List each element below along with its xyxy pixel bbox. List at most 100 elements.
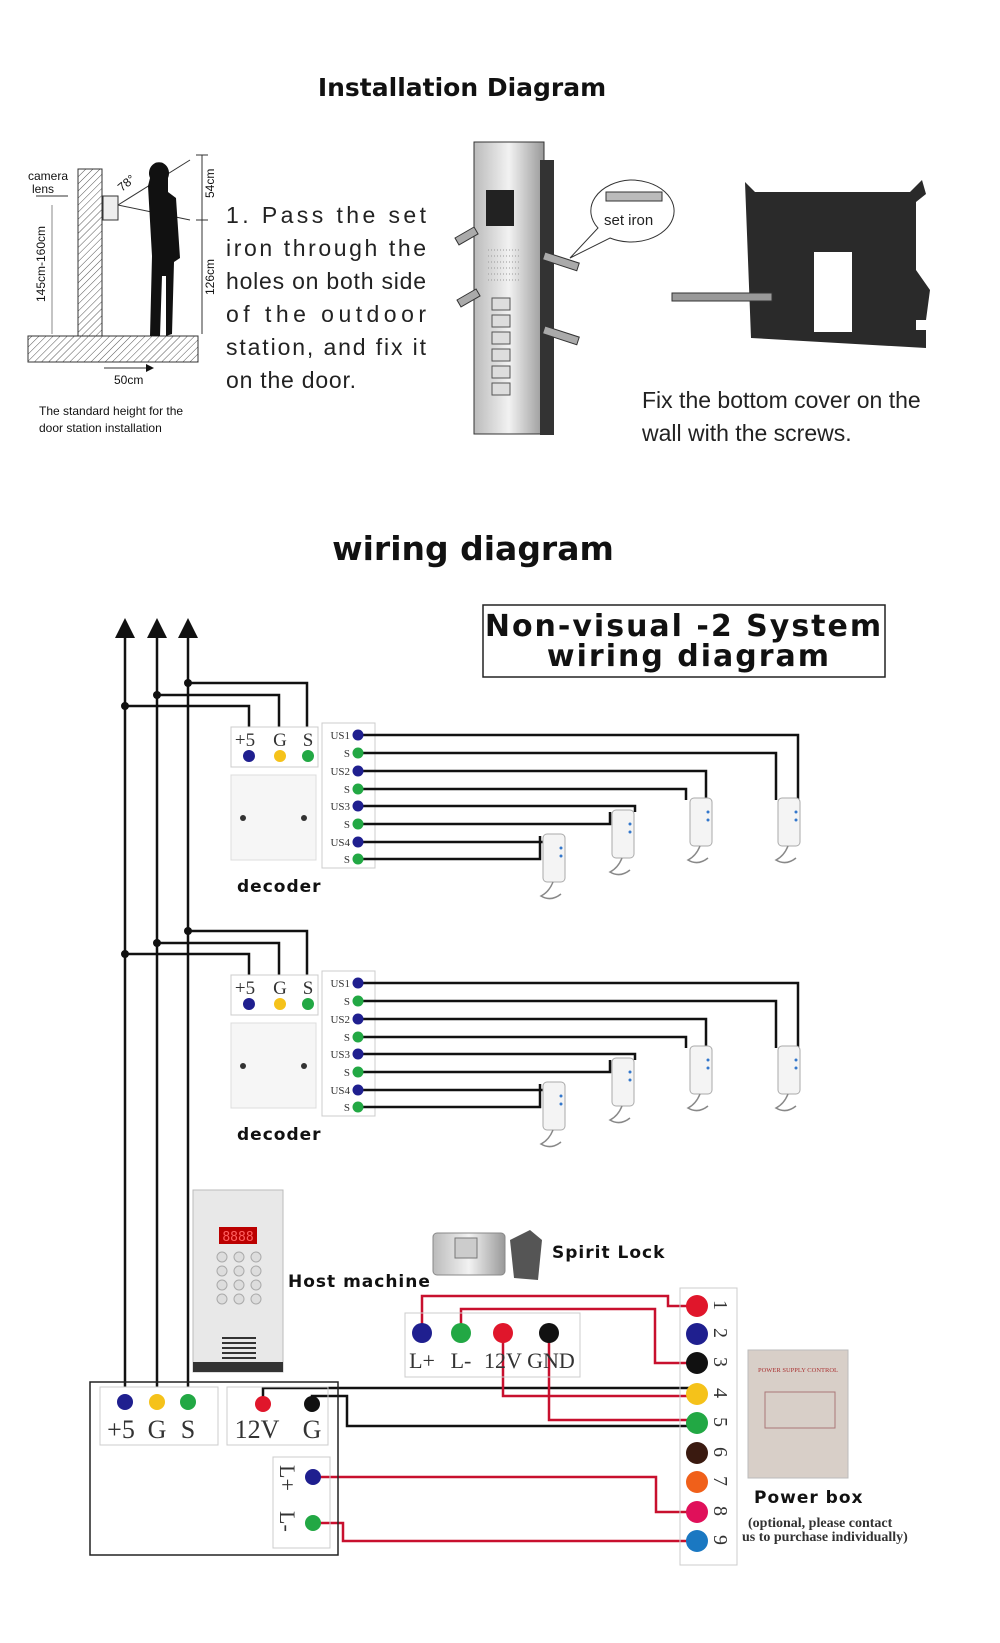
door-station-image xyxy=(454,141,580,435)
wire xyxy=(459,1307,690,1365)
wire xyxy=(313,1475,690,1514)
power-panel-text: POWER SUPPLY CONTROL xyxy=(758,1367,838,1374)
bus-tap-wire xyxy=(188,681,309,727)
handset-led xyxy=(794,1058,798,1062)
intercom-handset xyxy=(611,1057,635,1107)
terminal-dot xyxy=(243,998,255,1010)
terminal-dot xyxy=(539,1323,559,1343)
power-box-image: POWER SUPPLY CONTROL xyxy=(747,1349,849,1479)
decoder-output-label: US1 xyxy=(330,730,350,742)
power-terminal-number: 9 xyxy=(709,1535,731,1545)
terminal-dot xyxy=(352,1048,364,1060)
handset-led xyxy=(559,1102,563,1106)
decoder-output-label: S xyxy=(344,854,350,866)
handset-led xyxy=(628,1078,632,1082)
terminal-dot xyxy=(305,1469,321,1485)
keypad-button xyxy=(216,1251,228,1263)
terminal-dot xyxy=(149,1394,165,1410)
terminal-dot xyxy=(255,1396,271,1412)
terminal-dot xyxy=(352,729,364,741)
terminal-dot xyxy=(686,1352,708,1374)
door-station-button xyxy=(491,382,511,396)
spirit-lock-image xyxy=(432,1230,542,1280)
keypad-button xyxy=(233,1293,245,1305)
angle-label: 78° xyxy=(115,172,138,195)
terminal-dot xyxy=(412,1323,432,1343)
power-terminal-number: 7 xyxy=(709,1476,731,1486)
handset-cord xyxy=(608,1105,631,1124)
bottom-cover-line-1: Fix the bottom cover on the xyxy=(642,387,921,413)
terminal-dot xyxy=(352,1066,364,1078)
wire xyxy=(313,1521,690,1543)
handset-cord xyxy=(686,845,709,864)
host-lock-terminal-box xyxy=(272,1456,331,1549)
decoder-output-label: US3 xyxy=(330,1049,350,1061)
handset-wire xyxy=(358,836,565,844)
door-station-button xyxy=(491,348,511,362)
decoder-output-label: S xyxy=(344,996,350,1008)
keypad-button xyxy=(233,1265,245,1277)
host-terminal-board xyxy=(89,1381,339,1556)
terminal-dot xyxy=(352,853,364,865)
keypad-button xyxy=(216,1293,228,1305)
bus-tap-wire xyxy=(188,929,309,975)
handset-cord xyxy=(608,857,631,876)
terminal-dot xyxy=(305,1515,321,1531)
power-terminal-number: 3 xyxy=(709,1357,731,1367)
terminal-dot xyxy=(686,1295,708,1317)
height-caption-2: door station installation xyxy=(39,421,162,435)
decoder-output-label: S xyxy=(344,784,350,796)
decoder-output-label: US2 xyxy=(330,766,350,778)
set-iron-callout: set iron xyxy=(569,179,675,259)
power-terminal-number: 1 xyxy=(709,1300,731,1310)
set-iron-label: set iron xyxy=(604,212,653,229)
system-title-line-2: wiring diagram xyxy=(547,639,831,674)
bus-tap-wire xyxy=(157,693,281,727)
decoder-output-terminal-box xyxy=(321,722,376,869)
junction-dot xyxy=(121,702,129,710)
screw-hole xyxy=(240,815,246,821)
junction-dot xyxy=(121,950,129,958)
handset-led xyxy=(706,818,710,822)
power-box-label: Power box xyxy=(754,1488,864,1508)
decoder-output-terminal-box xyxy=(321,970,376,1117)
handset-wire xyxy=(358,999,778,1048)
screw-hole xyxy=(301,815,307,821)
handset-led xyxy=(628,1070,632,1074)
handset-wire xyxy=(358,812,612,826)
step1-line: 1. Pass the set xyxy=(226,202,427,228)
wire xyxy=(501,1333,690,1398)
terminal-dot xyxy=(352,1013,364,1025)
decoder-output-label: US2 xyxy=(330,1014,350,1026)
step1-line: of the outdoor xyxy=(226,301,426,327)
handset-cord xyxy=(539,881,562,900)
power-box-note-2: us to purchase individually) xyxy=(742,1530,908,1545)
junction-dot xyxy=(153,939,161,947)
terminal-dot xyxy=(352,783,364,795)
door-station-button xyxy=(491,365,511,379)
lock-terminal-label: L+ xyxy=(409,1348,435,1373)
host-lock-label: L+ xyxy=(275,1465,300,1491)
terminal-dot xyxy=(352,1084,364,1096)
camera-lens-label-2: lens xyxy=(32,182,54,196)
bottom-cover-line-2: wall with the screws. xyxy=(641,420,852,446)
junction-dot xyxy=(184,679,192,687)
lock-terminal-label: 12V xyxy=(484,1348,522,1373)
step1-line: on the door. xyxy=(226,367,356,393)
terminal-dot xyxy=(352,1101,364,1113)
intercom-handset xyxy=(777,797,801,847)
person-silhouette xyxy=(148,162,180,336)
system-title-box xyxy=(482,604,886,678)
host-bus-label: +5 xyxy=(107,1415,135,1444)
intercom-handset xyxy=(542,833,566,883)
handset-wire xyxy=(358,769,708,800)
handset-wire xyxy=(358,751,778,800)
intercom-handset xyxy=(689,1045,713,1095)
terminal-dot xyxy=(686,1501,708,1523)
decoder-output-label: US4 xyxy=(330,1085,350,1097)
terminal-dot xyxy=(352,836,364,848)
terminal-dot xyxy=(352,977,364,989)
handset-cord xyxy=(539,1129,562,1148)
lock-terminal-label: L- xyxy=(451,1348,472,1373)
